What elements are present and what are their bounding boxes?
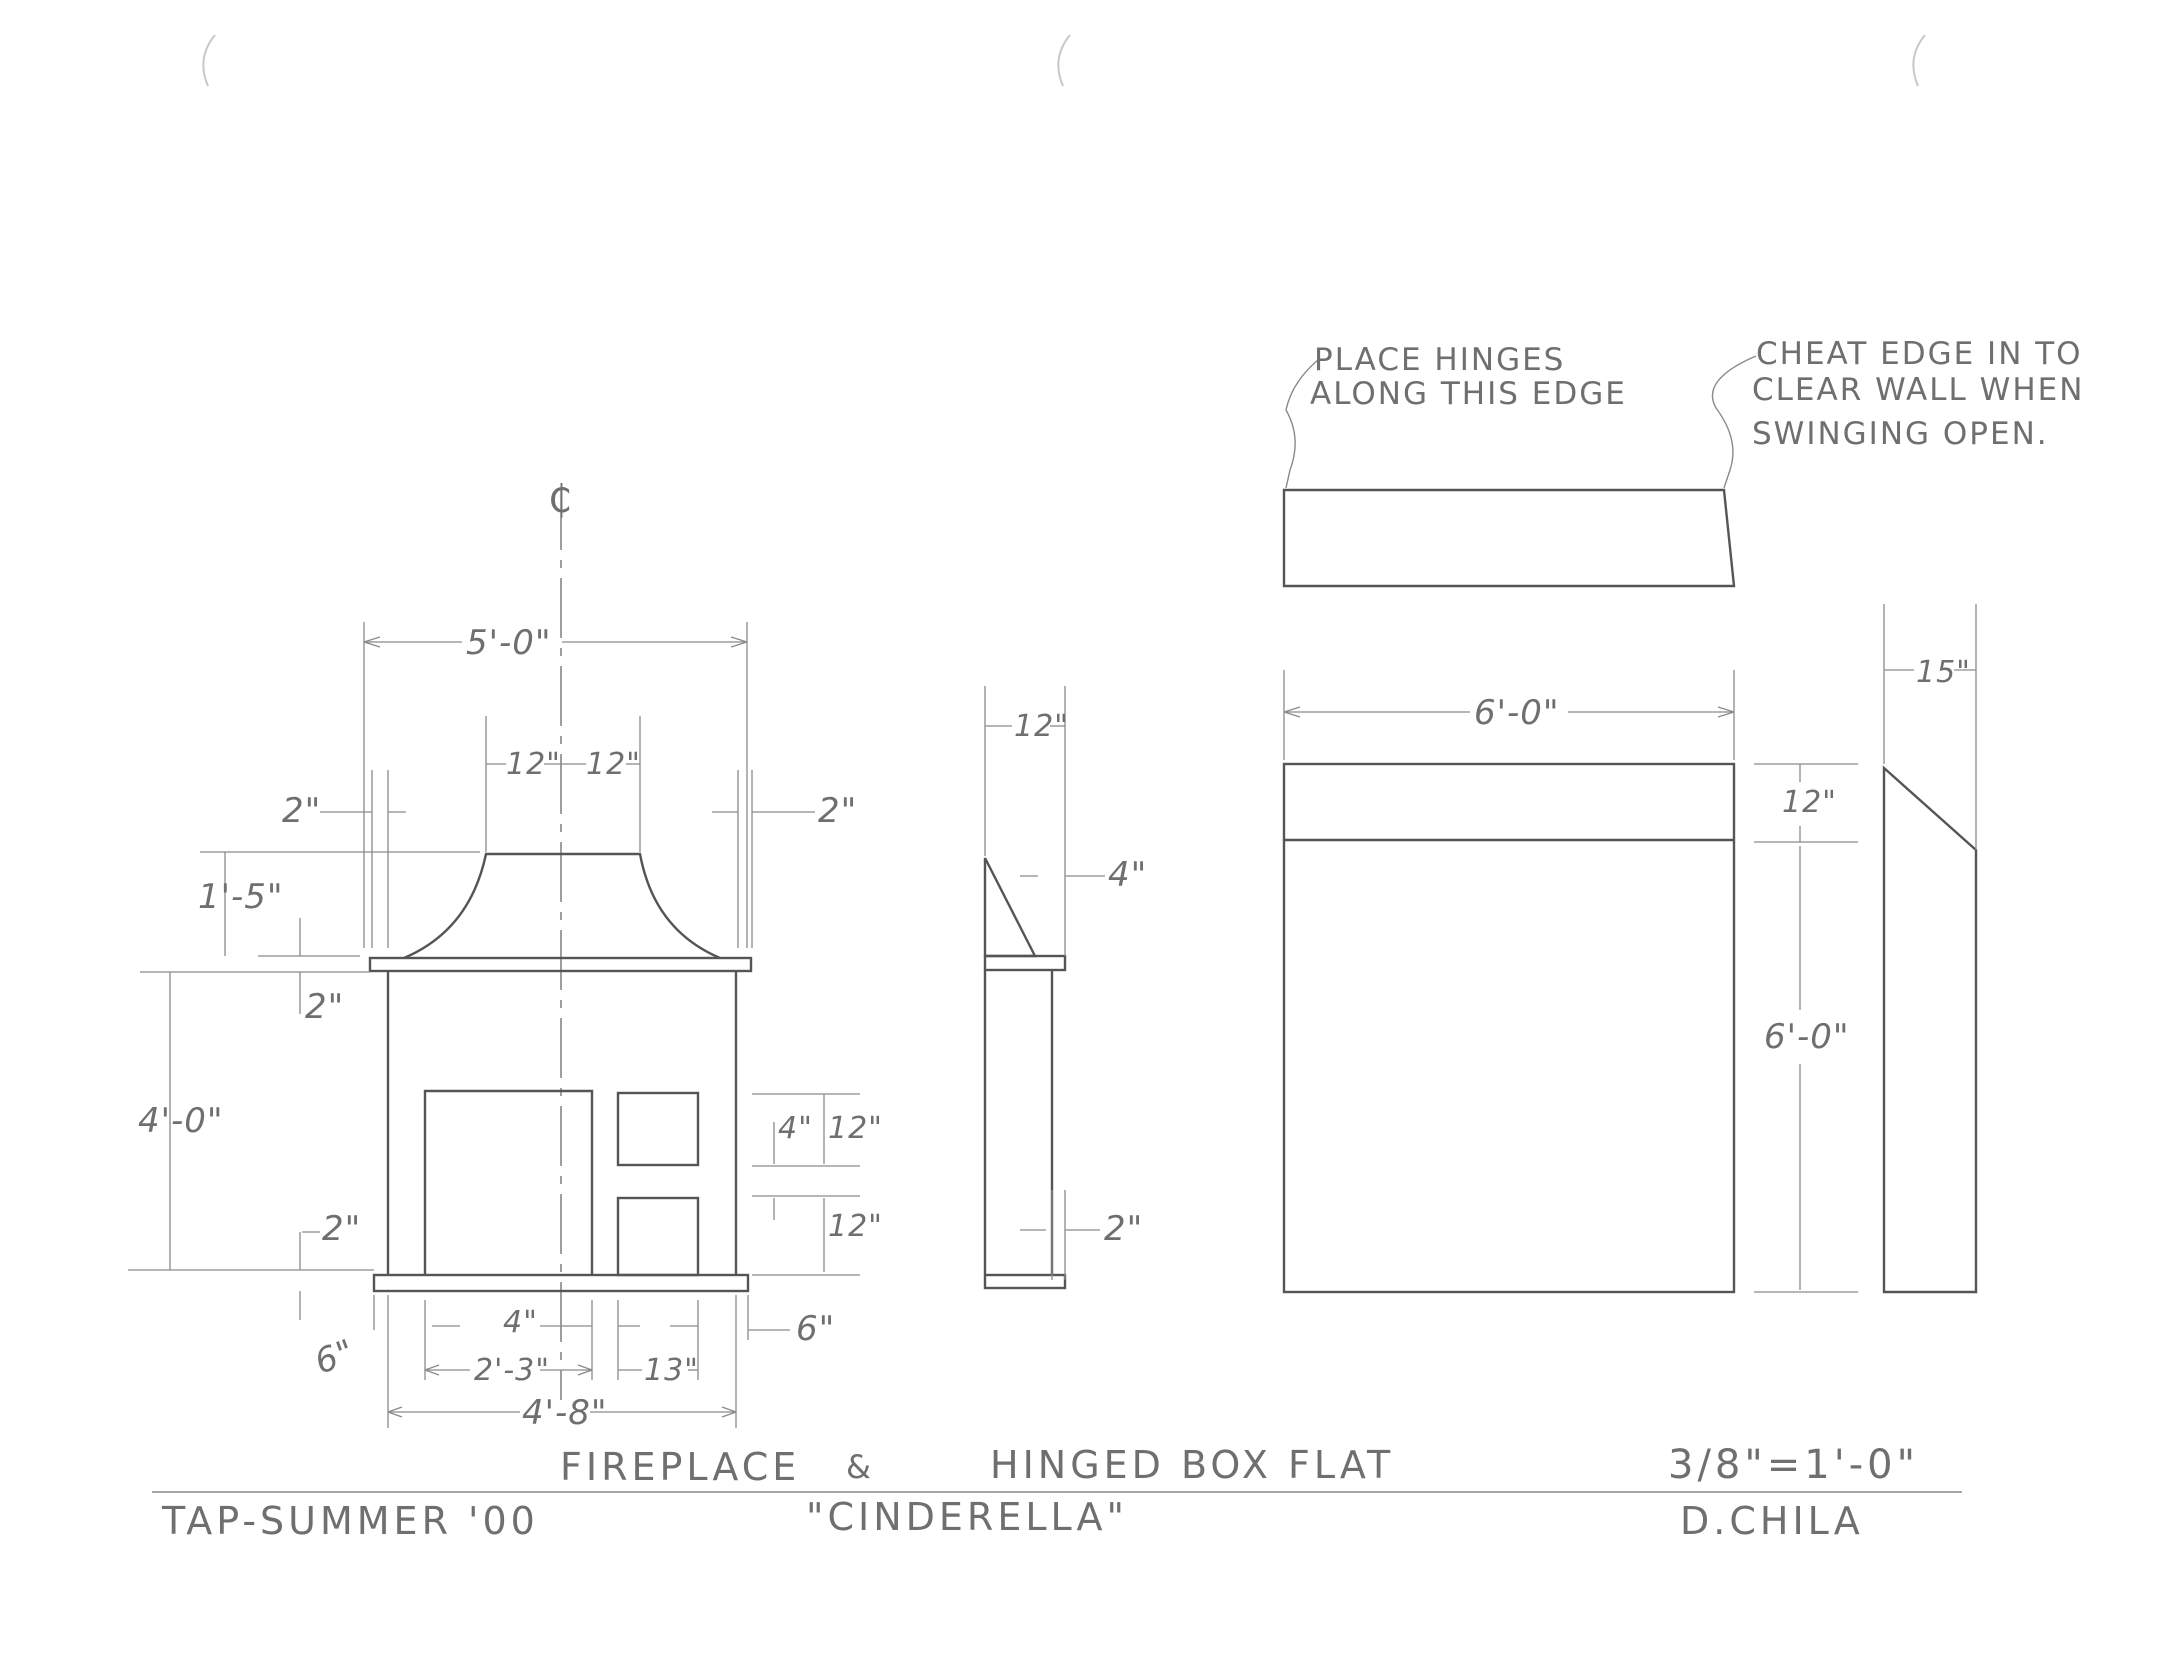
dim-hearth-depth: 6" [310,1295,389,1428]
drawing-title-left: FIREPLACE [560,1445,800,1489]
dim-mantel-thickness: 2" [140,918,370,1027]
dim-label-panel-width: 13" [644,1353,699,1388]
note-cheat-line-3: SWINGING OPEN. [1752,416,2049,452]
designer-name: D.CHILA [1680,1499,1864,1543]
dim-overall-width: 5'-0" [363,622,748,948]
dim-label-hearth-depth: 6" [310,1332,361,1383]
note-hinge-line-1: PLACE HINGES [1314,342,1565,378]
dim-label-opening-inset: 4" [503,1305,538,1340]
dim-hearth-return: 6" [735,1295,835,1428]
dim-label-top-band: 12" [1782,785,1837,820]
dim-opening-inset: 4" [424,1300,699,1380]
dim-side-returns: 2" 2" [282,770,857,948]
title-block: FIREPLACE & HINGED BOX FLAT 3/8"=1'-0" T… [152,1442,1962,1543]
fireplace-front-elevation: ₵ 5'-0" 12" 12 [128,477,883,1433]
dim-label-center-right: 12" [586,747,641,782]
dim-label-side-right: 2" [818,791,857,831]
side-hearth [983,1273,1067,1290]
dim-label-hood-projection: 4" [1108,855,1147,895]
dim-hood-height: 1'-5" [198,851,480,957]
note-cheat-line-2: CLEAR WALL WHEN [1752,372,2084,408]
dim-label-center-left: 12" [506,747,561,782]
dim-label-mantel-thickness: 2" [305,987,344,1027]
dim-label-side-left: 2" [282,791,321,831]
box-flat-side-outline [1882,765,1978,1294]
binder-hole-marks [202,34,1926,87]
dim-hood-top: 12" 12" [485,716,641,852]
dim-label-overall-width: 5'-0" [466,623,552,663]
note-cheat-line-1: CHEAT EDGE IN TO [1756,336,2083,372]
show-title: "CINDERELLA" [806,1495,1128,1539]
centerline-symbol: ₵ [548,477,572,521]
dim-label-body-height: 4'-0" [138,1101,224,1141]
mantel-shelf [368,956,753,973]
dim-label-flat-width: 6'-0" [1474,693,1560,733]
company-and-season: TAP-SUMMER '00 [161,1499,539,1543]
drawing-title-right: HINGED BOX FLAT [990,1443,1394,1487]
dim-label-side-depth: 12" [1014,709,1069,744]
dim-label-hood-height: 1'-5" [198,877,284,917]
dim-opening-width: 2'-3" 13" [424,1353,699,1388]
dim-hearth-thickness: 2" [299,1209,361,1320]
upper-panel [616,1091,700,1167]
note-hinge-line-2: ALONG THIS EDGE [1310,376,1627,412]
lower-panel [616,1196,700,1277]
dim-label-flat-height: 6'-0" [1764,1017,1850,1057]
drawing-title-ampersand: & [846,1448,875,1486]
hearth [372,1273,750,1293]
box-flat-side-elevation: 15" [1882,604,1978,1294]
hood-outline [403,852,721,960]
box-flat-plan: PLACE HINGES ALONG THIS EDGE CHEAT EDGE … [1282,336,2084,588]
dim-label-hearth-thickness: 2" [322,1209,361,1249]
dim-label-base-width: 4'-8" [522,1393,608,1433]
leader-cheat-edge [1711,355,1757,489]
dim-label-panel-offset: 4" [778,1111,813,1146]
firebox-opening [423,1089,594,1275]
dim-label-hearth-projection: 2" [1104,1209,1143,1249]
side-mantel [983,954,1067,972]
leader-hinge-edge [1285,359,1319,489]
dim-label-side-depth-flat: 15" [1916,655,1971,690]
plan-view-outline [1282,488,1736,588]
dim-body-height: 4'-0" [128,972,374,1271]
dim-label-hearth-return: 6" [796,1309,835,1349]
side-hood [983,857,1037,958]
dim-base-width: 4'-8" [387,1393,737,1433]
dim-panel-heights: 4" 12" 12" [752,1093,883,1276]
drawing-scale: 3/8"=1'-0" [1668,1442,1919,1488]
fireplace-side-elevation: 12" 4" 2" [983,686,1147,1290]
dim-label-panel-top-height: 12" [828,1111,883,1146]
box-flat-face [1282,762,1736,1294]
box-flat-front-elevation: 6'-0" 12" 6'-0" [1282,670,1858,1294]
dim-label-panel-bottom-height: 12" [828,1209,883,1244]
dim-label-opening-width: 2'-3" [474,1353,550,1388]
